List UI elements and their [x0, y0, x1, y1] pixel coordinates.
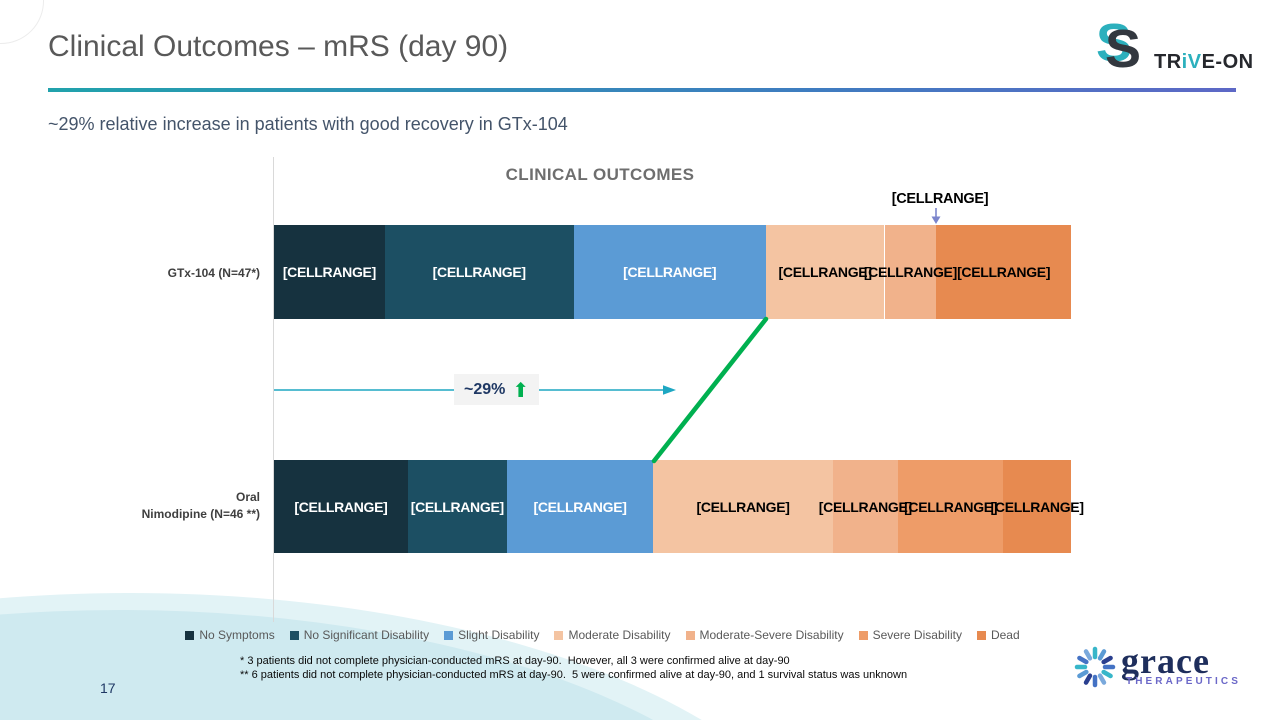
legend: No Symptoms No Significant Disability Slig… — [150, 628, 1055, 642]
strive-text-accent: iV — [1181, 51, 1202, 73]
trend-line — [651, 316, 769, 464]
category-label-nimodipine: Oral Nimodipine (N=46 **) — [45, 489, 260, 523]
legend-item: Moderate Disability — [554, 628, 671, 642]
grace-wordmark: grace THERAPEUTICS — [1121, 641, 1241, 687]
category-label-gtx104: GTx-104 (N=47*) — [45, 265, 260, 282]
bar-segment-moderate-severe-disability — [832, 460, 899, 553]
data-label: [CELLRANGE] — [778, 264, 872, 280]
page-number: 17 — [100, 680, 116, 696]
stacked-bar-gtx104: [CELLRANGE][CELLRANGE][CELLRANGE][CELLRA… — [274, 225, 1071, 319]
bar-segment-dead — [936, 225, 1071, 319]
legend-swatch-icon — [685, 630, 695, 640]
strive-s-icon: S — [1096, 13, 1133, 73]
footnote-line: * 3 patients did not complete physician-… — [240, 655, 790, 667]
data-label: [CELLRANGE] — [623, 264, 717, 280]
data-label: [CELLRANGE] — [696, 498, 790, 515]
grace-name: grace — [1121, 641, 1210, 681]
category-label-line: Oral — [235, 490, 260, 504]
legend-label: Severe Disability — [872, 628, 962, 642]
legend-label: Moderate-Severe Disability — [699, 628, 844, 642]
strive-text-dark: E-ON — [1201, 51, 1254, 73]
bar-segment-no-symptoms — [274, 460, 408, 553]
legend-label: Moderate Disability — [568, 628, 671, 642]
chart-axis-line — [273, 157, 274, 622]
legend-item: Moderate-Severe Disability — [685, 628, 844, 642]
strive-on-logo: S S TRiVE-ON — [1096, 13, 1266, 80]
bar-segment-no-significant-disability — [384, 225, 574, 319]
category-label-line: GTx-104 (N=47*) — [167, 266, 260, 280]
grace-therapeutics-logo: grace THERAPEUTICS — [1072, 641, 1241, 690]
data-label: [CELLRANGE] — [904, 498, 998, 515]
callout-arrowhead-icon — [663, 385, 676, 395]
legend-swatch-icon — [444, 630, 454, 640]
legend-label: No Symptoms — [199, 628, 275, 642]
bar-segment-moderate-severe-disability — [884, 225, 937, 319]
data-label: [CELLRANGE] — [990, 498, 1084, 515]
percent-callout: ~29% ⬆ — [454, 374, 540, 405]
bar-segment-slight-disability — [506, 460, 654, 553]
legend-swatch-icon — [858, 630, 868, 640]
bar-segment-severe-disability — [898, 460, 1004, 553]
data-label: [CELLRANGE] — [957, 264, 1051, 280]
grace-burst-icon — [1074, 646, 1116, 688]
percent-callout-text: ~29% — [464, 380, 506, 398]
data-label: [CELLRANGE] — [533, 498, 627, 515]
data-label: [CELLRANGE] — [818, 498, 912, 515]
legend-label: Slight Disability — [458, 628, 540, 642]
data-label: [CELLRANGE] — [294, 498, 388, 515]
top-left-arc — [0, 0, 44, 44]
legend-swatch-icon — [554, 630, 564, 640]
strive-wordmark: TRiVE-ON — [1154, 51, 1254, 74]
bar-segment-moderate-disability — [653, 460, 833, 553]
legend-item: Dead — [976, 628, 1020, 642]
data-label: [CELLRANGE] — [863, 264, 957, 280]
footnotes: * 3 patients did not complete physician-… — [240, 655, 907, 682]
data-label: [CELLRANGE] — [432, 264, 526, 280]
chart-title: CLINICAL OUTCOMES — [505, 165, 695, 184]
bar-segment-no-symptoms — [274, 225, 385, 319]
footnote-line: ** 6 patients did not complete physician… — [240, 668, 908, 681]
green-up-arrow-icon: ⬆ — [512, 377, 530, 402]
data-label: [CELLRANGE] — [410, 498, 504, 515]
bar-segment-no-significant-disability — [407, 460, 507, 553]
title-divider — [48, 88, 1236, 92]
strive-s-icon: S — [1105, 19, 1142, 79]
bar-segment-dead — [1003, 460, 1071, 553]
bar-segment-moderate-disability — [765, 225, 885, 319]
legend-item: Severe Disability — [858, 628, 962, 642]
legend-item: No Symptoms — [185, 628, 275, 642]
annotation-arrowhead-icon — [931, 216, 941, 224]
legend-item: Slight Disability — [444, 628, 539, 642]
data-label: [CELLRANGE] — [282, 264, 376, 280]
category-label-line: Nimodipine (N=46 **) — [141, 507, 260, 521]
legend-label: No Significant Disability — [303, 628, 430, 642]
bar-segment-slight-disability — [573, 225, 766, 319]
legend-swatch-icon — [976, 630, 986, 640]
external-data-label: [CELLRANGE] — [891, 191, 989, 207]
page-title: Clinical Outcomes – mRS (day 90) — [48, 30, 509, 63]
legend-swatch-icon — [185, 630, 195, 640]
stacked-bar-nimodipine: [CELLRANGE][CELLRANGE][CELLRANGE][CELLRA… — [274, 460, 1084, 553]
subtitle: ~29% relative increase in patients with … — [48, 114, 568, 134]
legend-swatch-icon — [289, 630, 299, 640]
legend-label: Dead — [990, 628, 1020, 642]
grace-tagline: THERAPEUTICS — [1126, 676, 1241, 687]
legend-item: No Significant Disability — [289, 628, 430, 642]
strive-text-dark: TR — [1154, 51, 1182, 73]
